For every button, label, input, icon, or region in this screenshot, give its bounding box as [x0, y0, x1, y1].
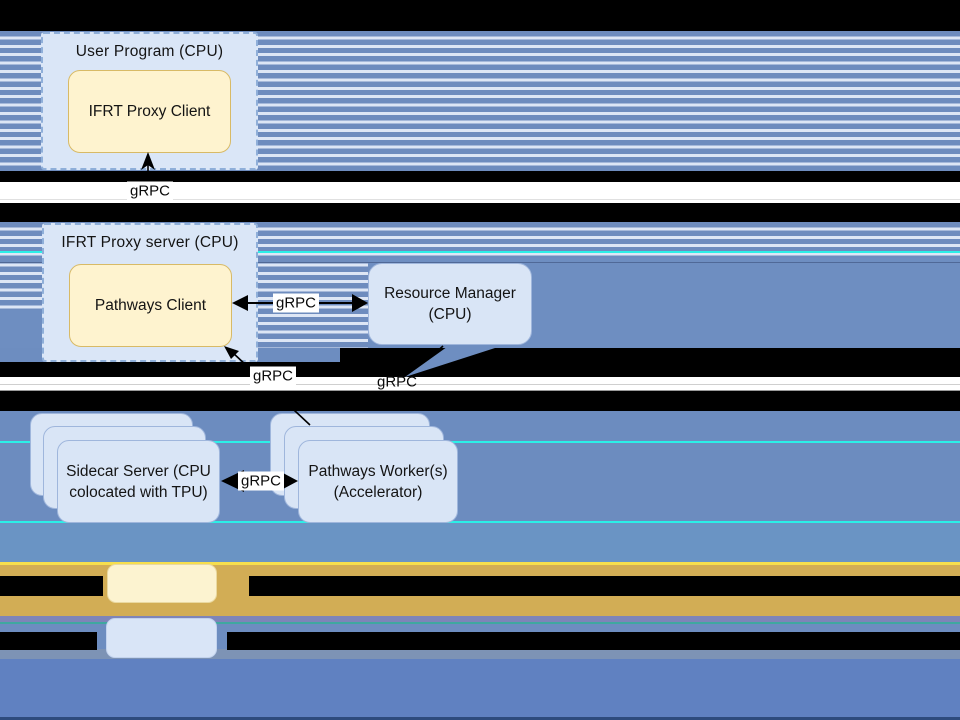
- glitch-cyan-line-1: [0, 251, 960, 253]
- glitch-steel-band: [0, 523, 960, 563]
- ifrt-proxy-client-label: IFRT Proxy Client: [88, 102, 211, 120]
- sidecar-server-node: Sidecar Server (CPU colocated with TPU): [57, 440, 220, 523]
- pathways-client-node: Pathways Client: [69, 264, 232, 347]
- legend-redaction-bar: [227, 632, 960, 650]
- ifrt-proxy-client-node: IFRT Proxy Client: [68, 70, 231, 153]
- glitch-black-band-4: [0, 391, 960, 411]
- pathways-worker-label-line2: (Accelerator): [333, 483, 423, 501]
- legend-redaction-bar: [0, 632, 97, 650]
- sidecar-server-label-line1: Sidecar Server (CPU: [66, 462, 211, 480]
- resource-manager-node: Resource Manager (CPU): [368, 263, 532, 345]
- glitch-navy-band-bottom: [0, 717, 960, 720]
- glitch-yellow-line: [0, 562, 960, 565]
- pathways-worker-node: Pathways Worker(s) (Accelerator): [298, 440, 458, 523]
- grpc-label-sidecar-worker: gRPC: [237, 471, 285, 491]
- sidecar-server-label-line2: colocated with TPU): [69, 483, 208, 501]
- glitch-hairline: [0, 384, 960, 385]
- grpc-label-user-program: gRPC: [126, 181, 174, 201]
- glitch-hairline: [0, 390, 960, 391]
- resource-manager-label-line2: (CPU): [428, 306, 472, 323]
- legend-redaction-bar: [249, 576, 960, 596]
- resource-manager-label-line1: Resource Manager: [384, 285, 516, 302]
- glitch-black-band-top: [0, 0, 960, 31]
- glitch-black-band-1: [0, 171, 960, 182]
- grpc-label-resource-manager-down: gRPC: [376, 373, 418, 391]
- legend-yellow-swatch: [107, 564, 217, 603]
- glitch-hairline: [0, 199, 960, 200]
- glitch-solid-patch-left: [0, 310, 42, 348]
- pathways-worker-label-line1: Pathways Worker(s): [308, 462, 448, 480]
- glitch-cyan-line-2: [0, 441, 960, 443]
- glitch-black-band-2: [0, 203, 960, 222]
- glitch-navy-hairline: [0, 262, 960, 263]
- glitch-grayblue-band: [0, 649, 960, 659]
- pathways-client-label: Pathways Client: [94, 296, 207, 314]
- glitch-white-band-1: [0, 182, 960, 203]
- legend-blue-swatch: [106, 618, 217, 658]
- grpc-label-resource-manager: gRPC: [272, 293, 320, 313]
- glitch-cyan-line-3: [0, 521, 960, 523]
- glitch-slate-band: [0, 616, 960, 622]
- glitch-bottom-blue-band: [0, 659, 960, 717]
- glitch-teal-line: [0, 622, 960, 624]
- user-program-title: User Program (CPU): [75, 43, 224, 60]
- legend-redaction-bar: [0, 576, 103, 596]
- grpc-label-pathways-client-down: gRPC: [249, 366, 297, 386]
- ifrt-proxy-server-title: IFRT Proxy server (CPU): [61, 234, 239, 251]
- glitch-white-band-2: [0, 377, 960, 391]
